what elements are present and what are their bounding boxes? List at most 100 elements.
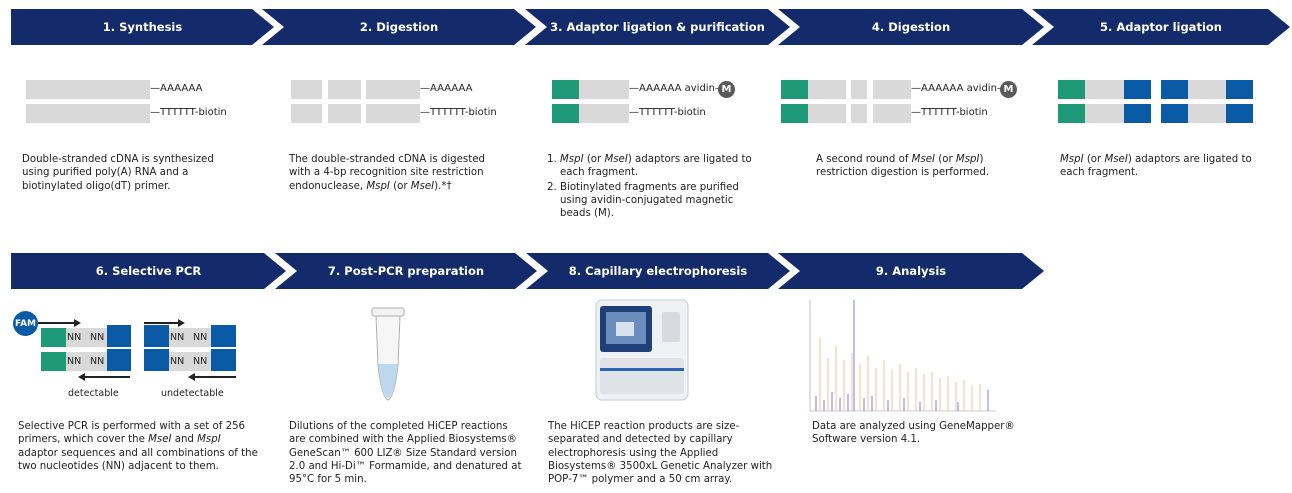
- nn-label: NN: [170, 356, 185, 367]
- nn-label: NN: [170, 332, 185, 343]
- step-3-item-2: Biotinylated fragments are purified usin…: [560, 181, 764, 221]
- adaptor-blue-3-top: [1226, 80, 1253, 99]
- polyt-biotin-label: —TTTTTT-biotin: [420, 107, 497, 118]
- pcr-a-blue-bottom: [107, 349, 131, 371]
- magnetic-bead: M: [718, 81, 735, 98]
- adaptor-top: [552, 80, 579, 99]
- undetectable-label: undetectable: [161, 388, 224, 399]
- reverse-primer-arrow-2: [194, 376, 236, 378]
- fragment-bottom: [1085, 104, 1124, 123]
- pcr-tube-icon: [371, 307, 405, 401]
- reverse-primer-arrow: [84, 376, 130, 378]
- fragment-top: [579, 80, 629, 99]
- nn-label: NN: [193, 332, 208, 343]
- step-7-description: Dilutions of the completed HiCEP reactio…: [289, 421, 522, 486]
- adaptor-top: [781, 80, 808, 99]
- step-3-item-1: MspI (or MseI) adaptors are ligated to e…: [560, 153, 764, 180]
- step-6-title: 6. Selective PCR: [95, 264, 202, 278]
- step-9-banner: 9. Analysis: [778, 253, 1044, 289]
- step-1-title: 1. Synthesis: [102, 20, 183, 34]
- step-8-title: 8. Capillary electrophoresis: [568, 264, 748, 278]
- electropherogram-icon: [809, 300, 996, 412]
- fragment-c-top: [366, 80, 420, 99]
- adaptor-blue-3-bottom: [1226, 104, 1253, 123]
- pcr-a-blue-top: [107, 325, 131, 347]
- step-2-title: 2. Digestion: [359, 20, 439, 34]
- magnetic-bead: M: [1000, 81, 1017, 98]
- step-6-banner: 6. Selective PCR: [11, 253, 286, 289]
- step-7-title: 7. Post-PCR preparation: [327, 264, 485, 278]
- step-2-banner: 2. Digestion: [262, 9, 536, 45]
- forward-primer-arrowhead: [74, 319, 81, 327]
- reverse-primer-arrowhead: [78, 373, 85, 381]
- step-4-title: 4. Digestion: [871, 20, 951, 34]
- polyt-biotin-label: —TTTTTT-biotin: [911, 107, 988, 118]
- pcr-a-teal-top: [41, 328, 66, 347]
- step-3-description: MspI (or MseI) adaptors are ligated to e…: [546, 153, 764, 221]
- step-6-description: Selective PCR is performed with a set of…: [18, 421, 258, 472]
- nn-label: NN: [67, 356, 82, 367]
- forward-primer-arrowhead-2: [178, 319, 185, 327]
- fragment-b-bottom: [328, 104, 361, 123]
- adaptor-teal-top: [1058, 80, 1085, 99]
- step-7-banner: 7. Post-PCR preparation: [275, 253, 537, 289]
- step-4-description: A second round of MseI (or MspI) restric…: [816, 154, 990, 179]
- polya-avidin-label: —AAAAAA avidin—: [629, 83, 725, 94]
- fragment-b-top: [328, 80, 361, 99]
- step-3-banner: 3. Adaptor ligation & purification: [525, 9, 790, 45]
- step-2-description: The double-stranded cDNA is digested wit…: [289, 154, 485, 192]
- step-5-banner: 5. Adaptor ligation: [1032, 9, 1290, 45]
- genetic-analyzer-icon: [595, 299, 689, 401]
- step-8-banner: 8. Capillary electrophoresis: [526, 253, 790, 289]
- cdna-top-strand: [26, 80, 150, 99]
- nn-label: NN: [90, 332, 105, 343]
- nn-label: NN: [90, 356, 105, 367]
- step-1-banner: 1. Synthesis: [11, 9, 274, 45]
- pcr-a-teal-bottom: [41, 352, 66, 371]
- fragment-3-top: [873, 80, 911, 99]
- pcr-b-grey-top: [169, 328, 211, 347]
- cdna-bottom-strand: [26, 104, 150, 123]
- step-4-banner: 4. Digestion: [778, 9, 1044, 45]
- forward-primer-arrow: [38, 322, 76, 324]
- step-9-description: Data are analyzed using GeneMapper® Soft…: [812, 421, 1015, 446]
- step-9-title: 9. Analysis: [875, 264, 947, 278]
- adaptor-bottom: [552, 104, 579, 123]
- adaptor-teal-bottom: [1058, 104, 1085, 123]
- polyt-biotin-label: —TTTTTT-biotin: [150, 107, 227, 118]
- fragment-2-bottom: [851, 104, 867, 123]
- nn-label: NN: [67, 332, 82, 343]
- pcr-b-blue-right-top: [211, 325, 236, 347]
- fam-dye: FAM: [13, 311, 38, 336]
- fragment-a-top: [291, 80, 322, 99]
- fragment-a-bottom: [291, 104, 322, 123]
- polya-label: —AAAAAA: [150, 83, 203, 94]
- pcr-b-blue-right-bottom: [211, 349, 236, 371]
- step-1-description: Double-stranded cDNA is synthesized usin…: [22, 154, 214, 192]
- fragment-2-bottom: [1188, 104, 1226, 123]
- pcr-a-grey-top: [66, 328, 107, 347]
- adaptor-blue-bottom: [1124, 104, 1151, 123]
- polya-avidin-label: —AAAAAA avidin—: [911, 83, 1007, 94]
- fragment-2-top: [1188, 80, 1226, 99]
- polyt-biotin-label: —TTTTTT-biotin: [629, 107, 706, 118]
- fragment-3-bottom: [873, 104, 911, 123]
- step-5-title: 5. Adaptor ligation: [1100, 20, 1222, 34]
- pcr-a-grey-bottom: [66, 352, 107, 371]
- step-3-title: 3. Adaptor ligation & purification: [550, 20, 765, 34]
- polya-label: —AAAAAA: [420, 83, 473, 94]
- nn-label: NN: [193, 356, 208, 367]
- adaptor-bottom: [781, 104, 808, 123]
- fragment-2-top: [851, 80, 867, 99]
- pcr-b-grey-bottom: [169, 352, 211, 371]
- pcr-b-blue-left-top: [144, 325, 169, 347]
- adaptor-blue-2-top: [1161, 80, 1188, 99]
- pcr-b-blue-left-bottom: [144, 349, 169, 371]
- fragment-bottom: [579, 104, 629, 123]
- reverse-primer-arrowhead-2: [188, 373, 195, 381]
- step-5-description: MspI (or MseI) adaptors are ligated to e…: [1060, 154, 1252, 179]
- fragment-top: [1085, 80, 1124, 99]
- adaptor-blue-top: [1124, 80, 1151, 99]
- step-8-description: The HiCEP reaction products are size-sep…: [548, 421, 773, 486]
- fragment-1-bottom: [808, 104, 846, 123]
